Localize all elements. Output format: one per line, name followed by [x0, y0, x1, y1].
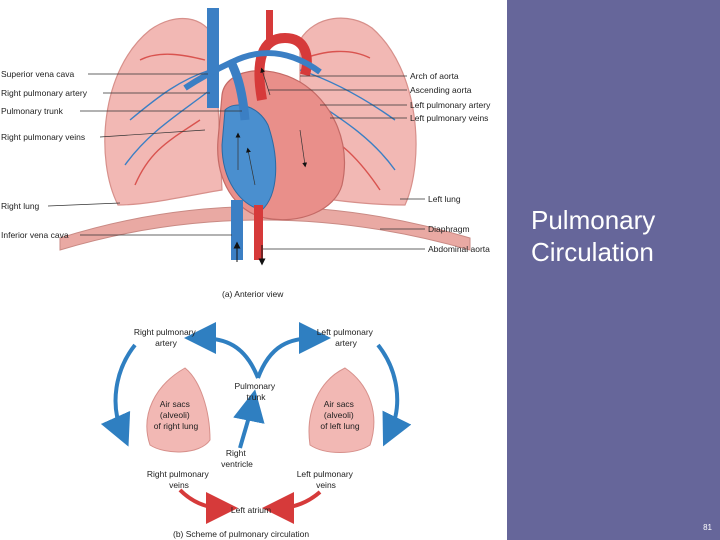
arrow-left-artery-to-lung — [376, 343, 412, 447]
title-sidebar — [507, 0, 720, 540]
arrow-left-veins-to-atrium — [262, 490, 322, 524]
label-air-sacs-left: Air sacs (alveoli) of left lung — [320, 399, 359, 431]
label-pulmonary-trunk-b: Pulmonary trunk — [234, 381, 277, 402]
label-right-lung: Right lung — [1, 201, 40, 211]
arrow-trunk-to-left-artery — [256, 322, 331, 379]
left-labels: Superior vena cava Right pulmonary arter… — [1, 69, 242, 240]
arrow-right-artery-to-lung — [100, 343, 137, 447]
slide-title-line-2: Circulation — [531, 237, 654, 267]
arrow-trunk-to-right-artery — [184, 322, 260, 379]
superior-vena-cava-shape — [207, 8, 219, 108]
diaphragm-shape — [59, 206, 471, 251]
scheme-right-lung — [146, 367, 211, 453]
label-inferior-vena-cava: Inferior vena cava — [1, 230, 69, 240]
slide-title-line-1: Pulmonary — [531, 205, 656, 235]
label-left-lung: Left lung — [428, 194, 461, 204]
aorta-shape — [254, 32, 312, 101]
slide-number: 81 — [703, 523, 712, 532]
anterior-view-illustration — [59, 8, 471, 266]
label-right-pulmonary-veins: Right pulmonary veins — [1, 132, 85, 142]
label-right-pulmonary-artery-b: Right pulmonary artery — [134, 327, 198, 348]
label-left-pulmonary-artery-b: Left pulmonary artery — [317, 327, 376, 348]
pulmonary-scheme — [100, 322, 412, 524]
label-ascending-aorta: Ascending aorta — [410, 85, 472, 95]
label-left-pulmonary-veins: Left pulmonary veins — [410, 113, 488, 123]
label-left-atrium: Left atrium — [231, 505, 271, 515]
scheme-labels: Right pulmonary artery Left pulmonary ar… — [134, 327, 376, 539]
label-right-ventricle: Right ventricle — [221, 448, 253, 469]
label-abdominal-aorta: Abdominal aorta — [428, 244, 490, 254]
abdominal-aorta-shape — [254, 205, 263, 260]
right-labels: Arch of aorta Ascending aorta Left pulmo… — [263, 71, 491, 254]
caption-scheme: (b) Scheme of pulmonary circulation — [173, 529, 309, 539]
label-right-pulmonary-veins-b: Right pulmonary veins — [147, 469, 211, 490]
caption-anterior-view: (a) Anterior view — [222, 289, 284, 299]
label-right-pulmonary-artery: Right pulmonary artery — [1, 88, 88, 98]
label-arch-of-aorta: Arch of aorta — [410, 71, 459, 81]
right-heart-shape — [221, 104, 277, 211]
right-lung-shape — [104, 17, 223, 206]
pulmonary-circulation-figure: Superior vena cava Right pulmonary arter… — [1, 8, 491, 539]
label-left-pulmonary-veins-b: Left pulmonary veins — [297, 469, 356, 490]
slide-title: Pulmonary Circulation — [531, 204, 655, 268]
arrow-right-veins-to-atrium — [178, 488, 238, 524]
label-superior-vena-cava: Superior vena cava — [1, 69, 75, 79]
aortic-branches — [266, 10, 273, 42]
arrow-ventricle-to-trunk — [233, 389, 265, 449]
label-diaphragm: Diaphragm — [428, 224, 470, 234]
label-air-sacs-right: Air sacs (alveoli) of right lung — [154, 399, 199, 431]
label-left-pulmonary-artery: Left pulmonary artery — [410, 100, 491, 110]
label-pulmonary-trunk: Pulmonary trunk — [1, 106, 64, 116]
scheme-left-lung — [308, 367, 375, 453]
